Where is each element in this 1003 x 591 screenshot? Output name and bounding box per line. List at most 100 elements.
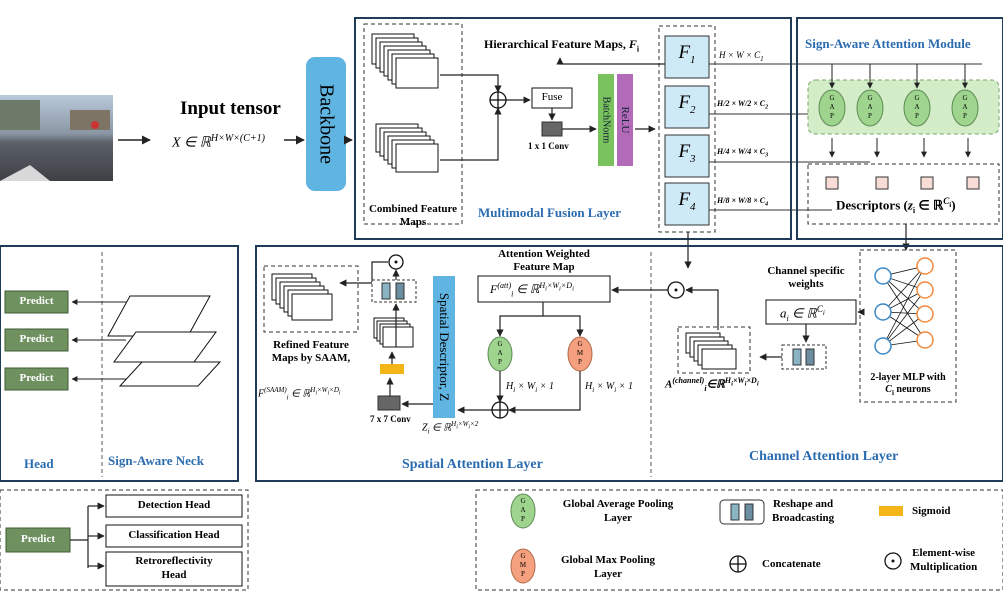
mlp-box	[859, 249, 957, 403]
hier-label: Hierarchical Feature Maps, Fi	[484, 37, 640, 54]
f3-label: F3	[678, 141, 696, 165]
input-title: Input tensor	[180, 98, 281, 119]
descriptor-squares	[825, 176, 980, 190]
channel-title: Channel Attention Layer	[749, 449, 899, 464]
legend-gap-icon	[510, 493, 536, 529]
input-image	[0, 95, 113, 181]
fusion-layer-title: Multimodal Fusion Layer	[478, 205, 622, 220]
channel-attention-stack	[685, 332, 737, 370]
backbone-label-wrap: Backbone	[306, 66, 346, 186]
heads-box	[0, 489, 249, 591]
refined-stack	[271, 273, 333, 321]
att-formula-box	[477, 275, 611, 303]
heads-predict-box	[5, 527, 71, 553]
conv1x1-label: 1 x 1 Conv	[528, 141, 569, 151]
classification-head-box	[105, 524, 243, 548]
attention-frame	[255, 245, 1003, 482]
legend-reshape-icon	[719, 499, 765, 525]
sigmoid-stack	[373, 317, 414, 348]
f1-label: F1	[678, 42, 696, 66]
backbone-block	[306, 57, 346, 191]
feature-stack-top	[371, 33, 439, 89]
gap-dim: Hi × Wi × 1	[506, 381, 554, 394]
a-formula-box	[765, 299, 857, 325]
relu-label: ReLU	[619, 106, 631, 134]
achan-formula: A(channel)i∈ℝHi×Wi×Di	[665, 376, 759, 393]
descriptor-box	[807, 163, 1000, 225]
f2-label: F2	[678, 92, 696, 116]
legend-concat-icon	[729, 555, 747, 573]
f4-label: F4	[678, 189, 696, 213]
neck-planes	[107, 295, 222, 387]
conv7x7-block	[377, 395, 401, 411]
detection-head-label: Detection Head	[137, 499, 211, 511]
neck-label: Sign-Aware Neck	[108, 453, 204, 468]
predict-label-2: Predict	[19, 333, 54, 345]
spatial-desc-label: Spatial Descriptor, Z	[437, 292, 452, 402]
legend-concat-label: Concatenate	[762, 558, 821, 570]
saam-frame	[796, 17, 1003, 240]
f4-dim: H/8 × W/8 × C4	[717, 196, 769, 208]
a-formula: ai ∈ ℝCi	[780, 304, 825, 323]
f3-dim: H/4 × W/4 × C3	[717, 147, 769, 159]
input-formula: X ∈ ℝH×W×(C+1)	[172, 133, 265, 151]
spatial-desc-wrap: Spatial Descriptor, Z	[433, 276, 455, 418]
relu-block	[617, 74, 633, 166]
saam-title: Sign-Aware Attention Module	[805, 36, 971, 51]
predict-boxes	[4, 290, 69, 391]
heads-predict-label: Predict	[20, 533, 55, 545]
spatial-title: Spatial Attention Layer	[402, 457, 543, 472]
detection-head-box	[105, 494, 243, 518]
z-formula: Zi ∈ ℝHi×Wi×2	[422, 420, 479, 436]
gap-input-arrows	[829, 64, 971, 158]
f1-dim: H × W × C1	[719, 50, 764, 63]
retro-head-box	[105, 551, 243, 587]
legend-sigmoid-label: Sigmoid	[912, 505, 951, 517]
descriptors-label: Descriptors (zi ∈ ℝCi)	[836, 196, 956, 215]
legend-elementwise-icon	[884, 552, 902, 570]
legend-box	[475, 489, 1003, 591]
f2-dim: H/2 × W/2 × C2	[717, 99, 769, 111]
gap-group	[807, 79, 1000, 135]
sigmoid-block	[380, 364, 404, 374]
gap-nodes	[818, 89, 979, 127]
conv7x7-label: 7 x 7 Conv	[370, 414, 411, 424]
spatial-descriptor-bar	[433, 276, 455, 418]
batchnorm-label: BatchNorm	[600, 96, 612, 144]
fusion-layer-frame	[354, 17, 792, 240]
refined-formula: F(SAAM)i ∈ ℝHi×Wi×Di	[258, 386, 341, 402]
predict-label-3: Predict	[19, 372, 54, 384]
fuse-label: Fuse	[541, 91, 563, 103]
legend-gmp-icon	[510, 548, 536, 584]
legend-sigmoid-icon	[879, 506, 903, 516]
head-label: Head	[24, 456, 54, 471]
concat-symbol	[489, 91, 507, 109]
feature-stack-bottom	[375, 123, 439, 173]
relu-label-wrap: ReLU	[617, 74, 633, 166]
conv1x1-block	[541, 121, 563, 137]
gmp-dim: Hi × Wi × 1	[585, 381, 633, 394]
predict-label-1: Predict	[19, 295, 54, 307]
batchnorm-label-wrap: BatchNorm	[598, 74, 614, 166]
combined-maps-box	[363, 23, 463, 225]
head-neck-frame	[0, 245, 239, 482]
hier-feature-blocks	[664, 35, 710, 226]
